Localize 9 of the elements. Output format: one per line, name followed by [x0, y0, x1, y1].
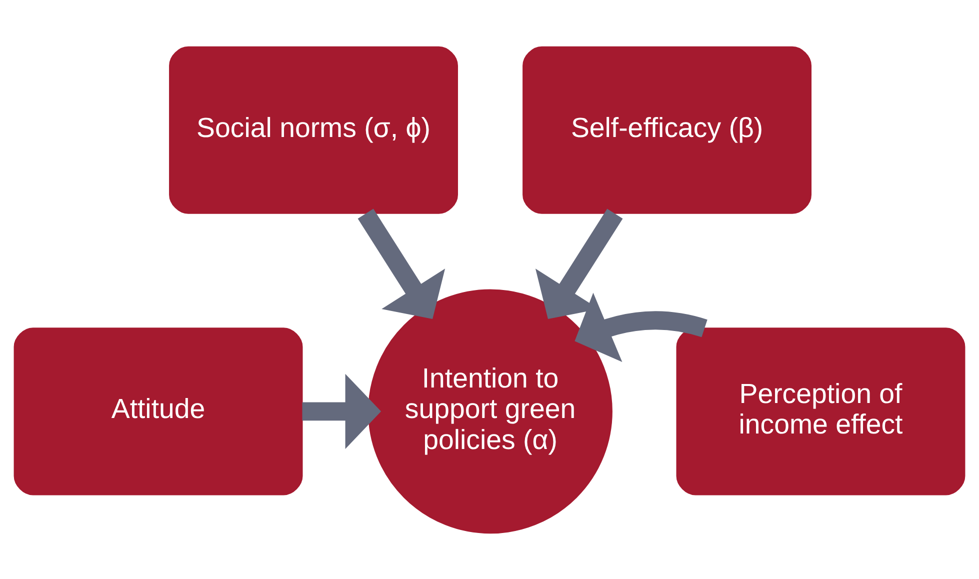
node-box: Perception of income effect	[676, 327, 966, 495]
arrow	[574, 292, 708, 362]
arrow	[358, 208, 446, 319]
node-box: Self-efficacy (β)	[522, 46, 812, 214]
arrow	[302, 373, 382, 448]
node-circle: Intention to support green policies (α)	[368, 288, 612, 534]
node-box: Social norms (σ, ϕ)	[169, 46, 458, 214]
node-box: Attitude	[14, 327, 303, 495]
arrow	[535, 208, 623, 319]
